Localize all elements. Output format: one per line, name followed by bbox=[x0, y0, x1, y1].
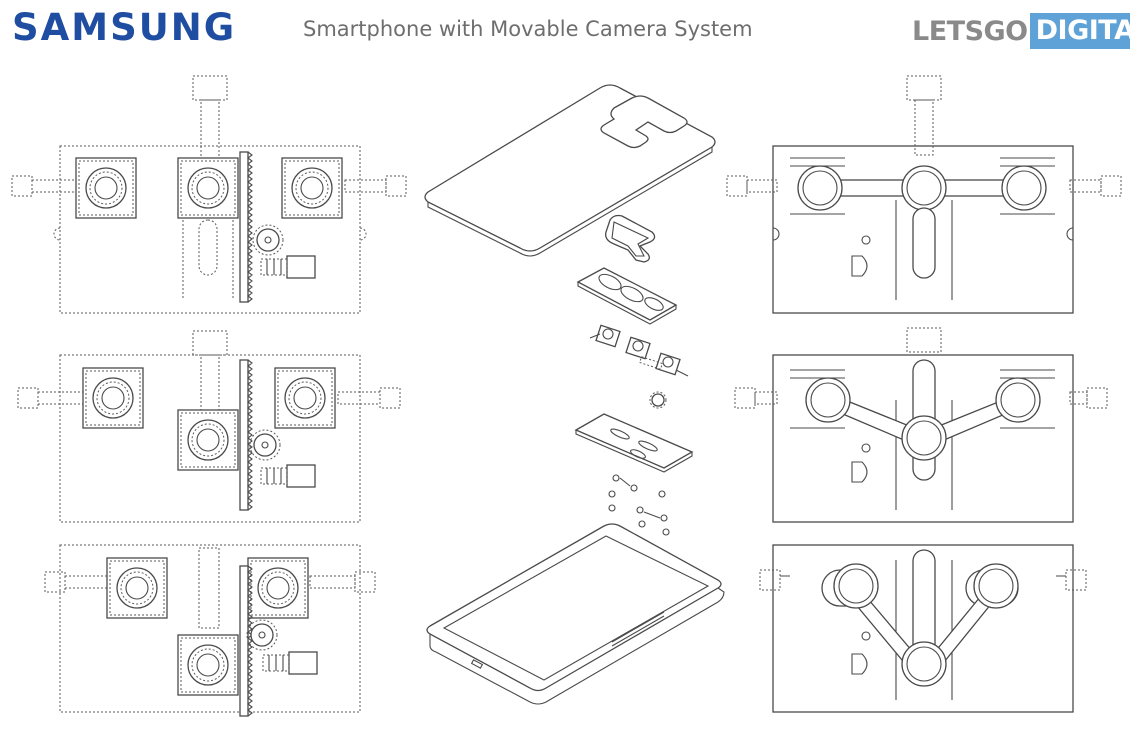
figure-right-1 bbox=[726, 75, 1122, 314]
figure-left-2 bbox=[17, 330, 401, 523]
figure-right-3 bbox=[759, 544, 1087, 713]
letsgodigital-logo: LETSGODIGITAL bbox=[912, 12, 1130, 50]
page-title: Smartphone with Movable Camera System bbox=[303, 17, 753, 41]
figure-right-2 bbox=[734, 327, 1108, 523]
figure-center-exploded bbox=[424, 84, 725, 705]
samsung-logo: SAMSUNG bbox=[12, 6, 237, 49]
header: SAMSUNG Smartphone with Movable Camera S… bbox=[0, 0, 1130, 60]
logo-part-letsgo: LETSGO bbox=[912, 15, 1028, 47]
figure-left-1 bbox=[11, 75, 407, 314]
logo-part-digital: DIGITAL bbox=[1029, 13, 1130, 49]
figure-left-3 bbox=[44, 544, 376, 717]
